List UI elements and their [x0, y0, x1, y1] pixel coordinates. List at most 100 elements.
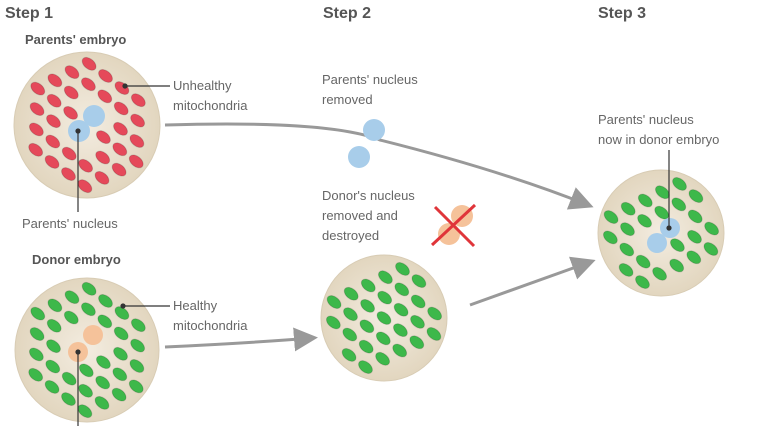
healthy-mitochondrion-icon [375, 351, 391, 366]
healthy-mitochondrion-icon [112, 367, 128, 382]
healthy-mitochondrion-icon [654, 205, 670, 220]
healthy-mitochondrion-icon [619, 242, 635, 257]
healthy-mitochondrion-icon [342, 327, 358, 342]
healthy-mitochondrion-icon [78, 383, 94, 398]
healthy-mitochondrion-icon [61, 392, 76, 406]
healthy-mitochondrion-icon [98, 294, 113, 308]
donor-embryo-label: Donor embryo [32, 252, 121, 267]
healthy-mitochondrion-icon [620, 222, 635, 237]
unhealthy-mitochondrion-icon [98, 69, 113, 83]
healthy-mitochondrion-icon [44, 380, 60, 394]
unhealthy-mitochondrion-icon [81, 56, 97, 71]
unhealthy-mitochondrion-icon [63, 85, 79, 100]
unhealthy-mitochondrion-icon [64, 65, 80, 80]
arrow-step2-to-step3 [469, 256, 596, 307]
healthy-mitochondrion-icon [376, 311, 392, 325]
healthy-mitochondrion-icon [63, 310, 79, 325]
healthy-mitochondrion-icon [46, 318, 62, 333]
healthy-mitochondrion-icon [704, 221, 720, 236]
healthy-mitochondrion-icon [687, 229, 702, 244]
healthy-mitochondrion-icon [669, 258, 685, 273]
healthy-mitochondrion-icon [130, 338, 146, 353]
healthy-mitochondrion-icon [652, 266, 668, 281]
unhealthy-mitochondrion-icon [130, 113, 146, 128]
unhealthy-mitochondrion-icon [30, 81, 46, 96]
removed-parent-nucleus-icon [348, 146, 370, 168]
healthy-mitochondrion-icon [360, 298, 376, 313]
parents-embryo-label: Parents' embryo [25, 32, 127, 47]
healthy-mitochondrion-icon [394, 282, 410, 297]
healthy-mitochondrion-icon [111, 387, 127, 402]
parents-nucleus-label: Parents' nucleus [22, 216, 118, 231]
arrows [164, 122, 596, 352]
healthy-mitochondrion-icon [671, 197, 687, 212]
unhealthy-mitochondrion-icon [61, 146, 77, 161]
healthy-mitochondrion-icon [635, 275, 650, 289]
healthy-mitochondrion-icon [410, 314, 425, 329]
healthy-mitochondrion-icon [77, 404, 93, 419]
step-1-heading: Step 1 [5, 5, 54, 22]
unhealthy-mitochondrion-icon [28, 142, 44, 157]
destroyed-donor-nucleus-icon [438, 223, 460, 245]
healthy-mitochondrion-icon [427, 306, 443, 321]
unhealthy-mitochondrion-icon [95, 150, 111, 165]
healthy-mitochondrion-icon [358, 360, 373, 374]
healthy-mitochondrion-icon [29, 327, 45, 341]
healthy-mitochondrion-icon [343, 307, 358, 322]
unhealthy-mitochondrion-icon [61, 167, 76, 181]
pointer-lines [75, 83, 672, 426]
healthy-mitochondrion-icon [129, 359, 145, 373]
unhealthy-mitochondrion-icon [77, 179, 93, 194]
healthy-mitochondrion-icon [637, 213, 653, 228]
healthy-mitochondrion-icon [113, 346, 128, 361]
healthy-mitochondrion-icon [395, 262, 410, 276]
healthy-mitochondrion-icon [669, 238, 685, 253]
healthy-mitochondrion-icon [28, 347, 44, 362]
healthy-mitochondrion-icon [113, 326, 129, 341]
healthy-mitochondrion-icon [45, 359, 61, 374]
healthy-mitochondrion-icon [81, 281, 97, 296]
healthy-mitochondrion-icon [687, 209, 703, 224]
unhealthy-mitochondrion-icon [112, 142, 128, 157]
healthy-mitochondrion-icon [393, 302, 409, 317]
healthy-mitochondrion-icon [602, 230, 618, 245]
healthy-mitochondrion-icon [130, 318, 146, 333]
healthy-mitochondrion-icon [97, 314, 113, 329]
healthy-mitochondrion-icon [618, 263, 634, 277]
unhealthy-mitochondrion-icon [113, 101, 129, 116]
step3-embryo-cell [597, 169, 725, 297]
unhealthy-mitochondrion-icon [46, 114, 61, 129]
healthy-mitochondrion-icon [635, 254, 651, 269]
unhealthy-mitochondrion-icon [80, 77, 96, 92]
healthy-mitochondrion-icon [603, 210, 619, 224]
unhealthy-mitochondrion-icon [44, 155, 60, 169]
healthy-mitochondrion-icon [688, 189, 704, 203]
healthy-mitochondrion-icon [61, 371, 77, 386]
unhealthy-mitochondrion-icon [111, 162, 127, 177]
healthy-mitochondrion-icon [325, 315, 341, 330]
unhealthy-mitochondrion-icon [95, 130, 111, 145]
healthy-mitochondrion-icon [343, 286, 359, 301]
healthy-mitochondrion-icon [409, 335, 425, 350]
unhealthy-mitochondrion-icon [113, 121, 128, 136]
unhealthy-mitochondrion-icon [29, 102, 45, 116]
healthy-mitochondrion-icon [128, 379, 144, 394]
healthy-mitochondrion-icon [672, 177, 687, 191]
healthy-mitochondrion-icon [28, 367, 44, 382]
unhealthy-mitochondrion-icon [97, 89, 113, 104]
healthy-mitochondrion-icon [377, 270, 393, 285]
healthy-mitochondrion-icon [47, 298, 63, 313]
healthy-mitochondrion-icon [94, 395, 110, 410]
healthy-mitochondrion-icon [326, 295, 342, 309]
unhealthy-mitochondrion-icon [128, 154, 144, 169]
unhealthy-mitochondrion-icon [63, 105, 79, 120]
healthy-mitochondrion-icon [95, 355, 111, 370]
healthy-mitochondrion-icon [358, 339, 374, 354]
healthy-mitochondrion-icon [114, 306, 130, 320]
healthy-mitochondrion-icon [78, 363, 94, 378]
